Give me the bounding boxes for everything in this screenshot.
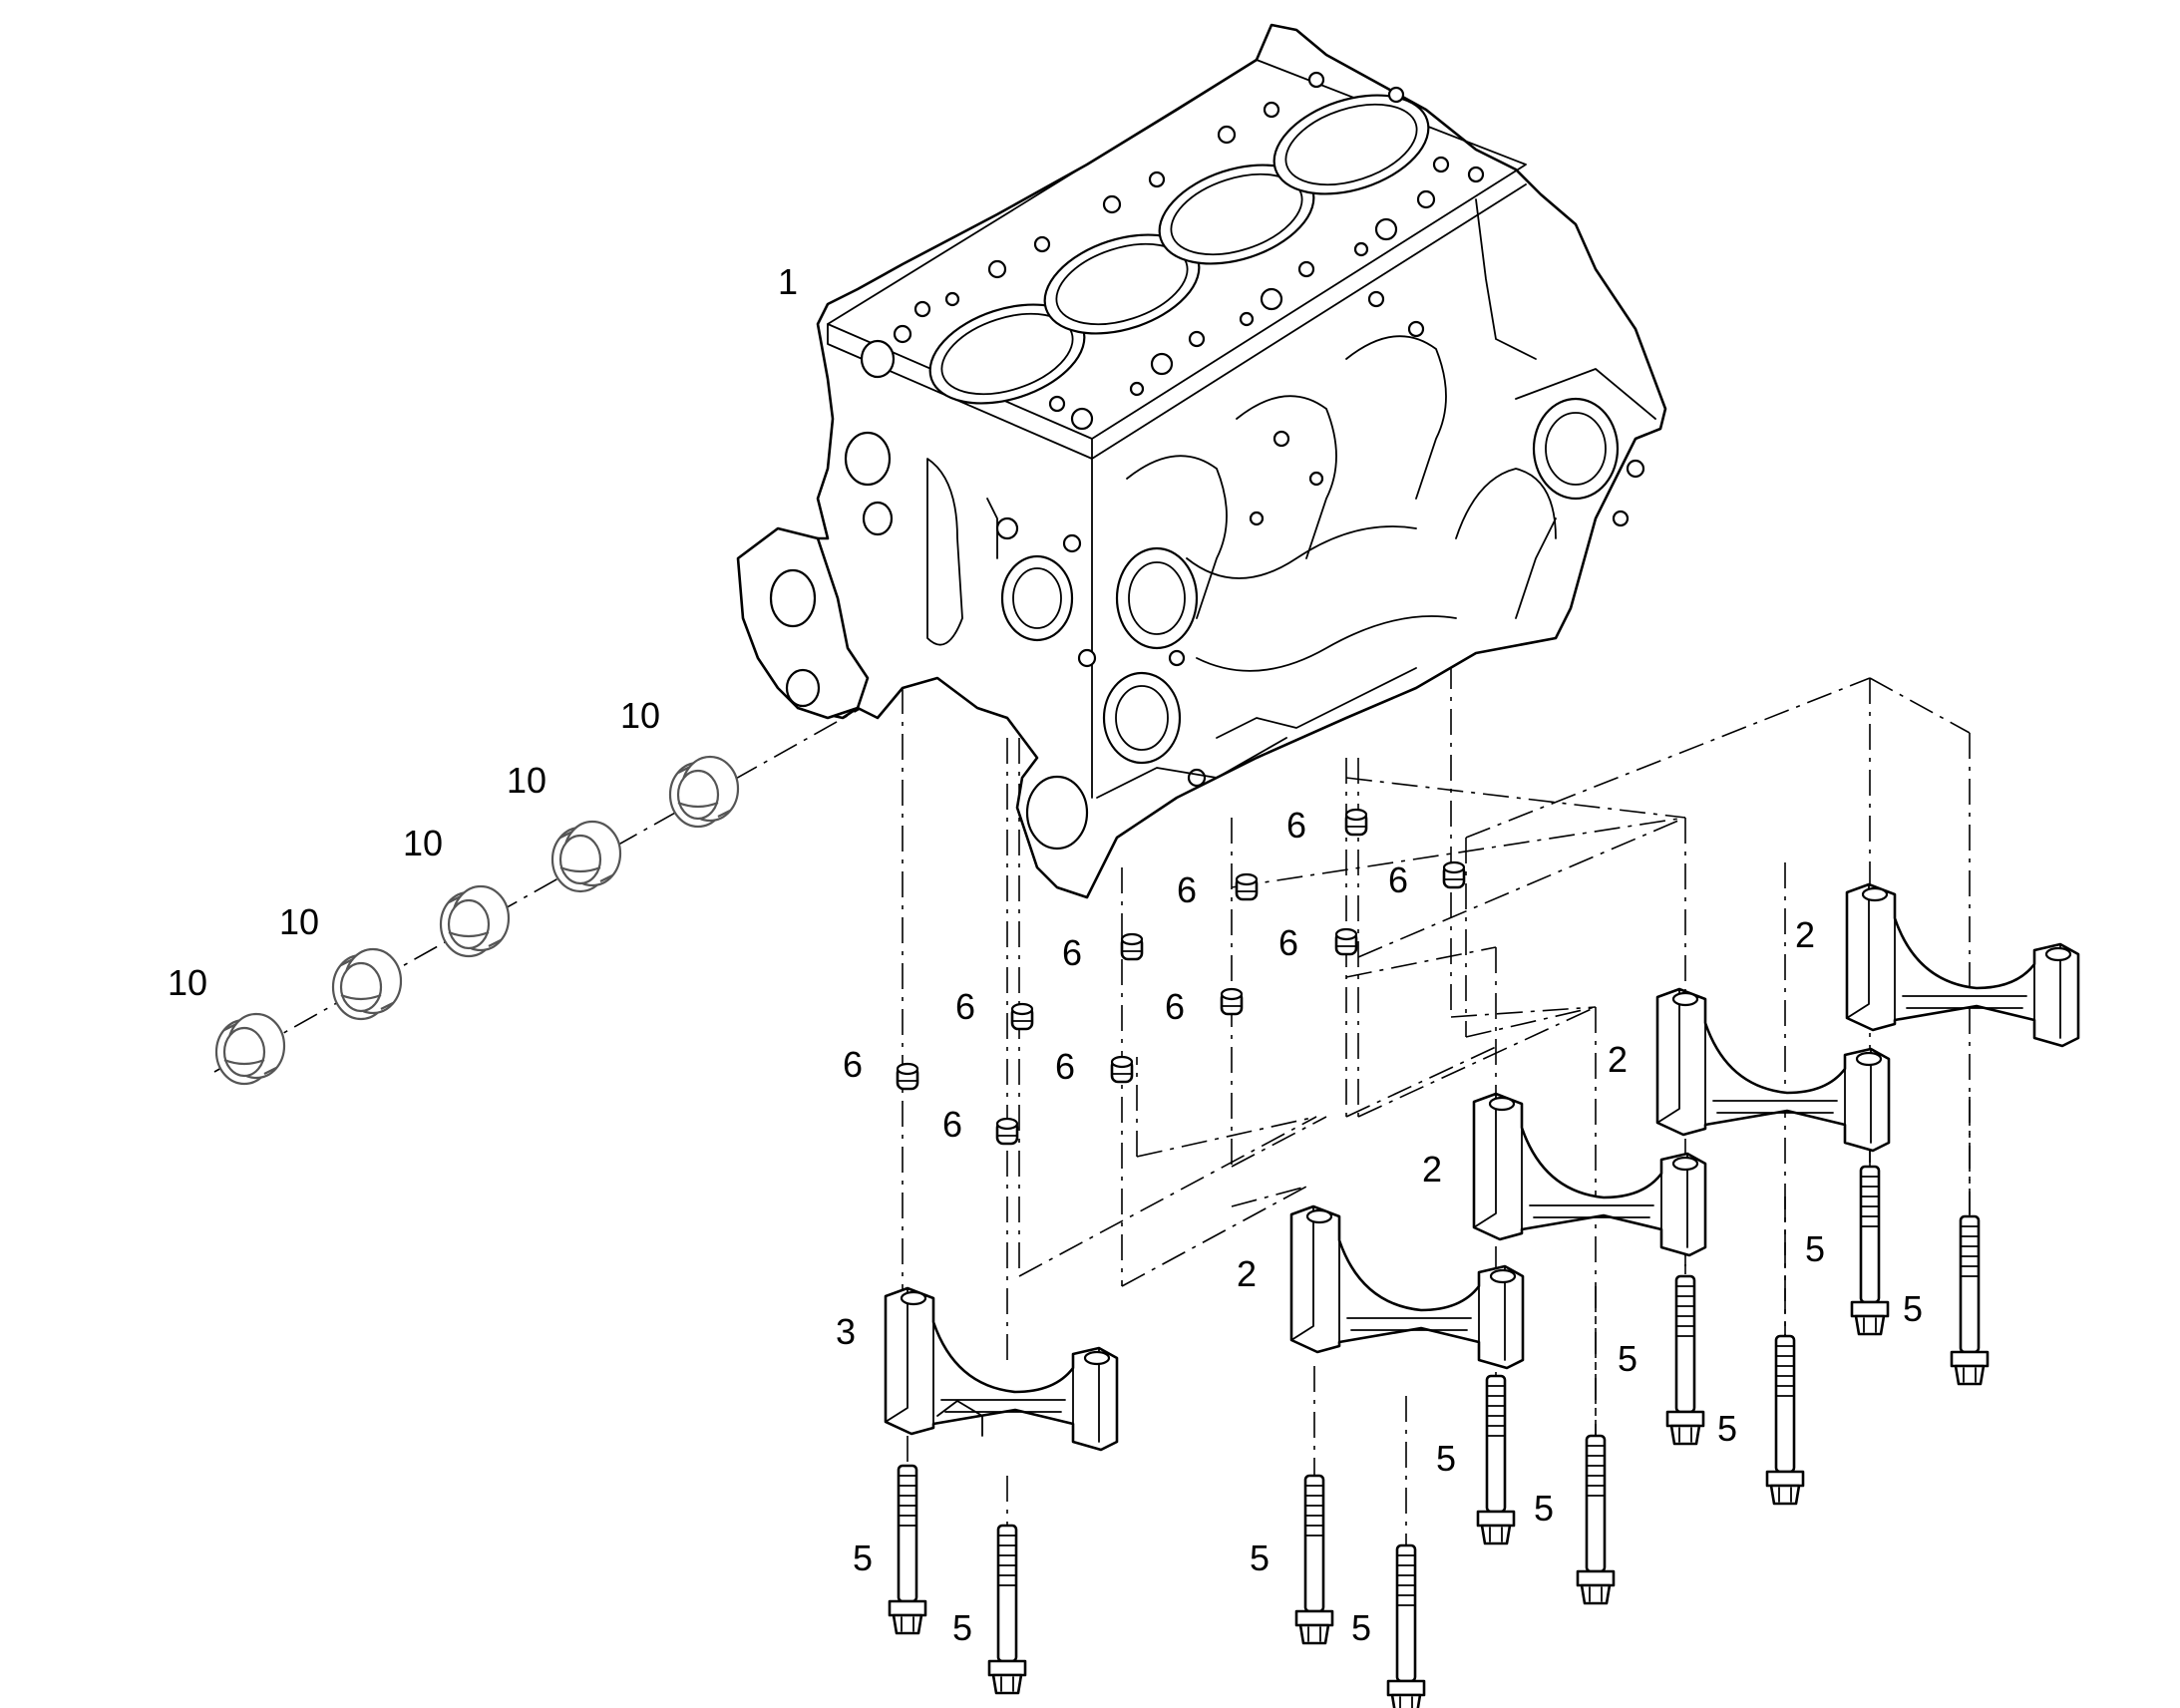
dowel-5 xyxy=(1120,932,1144,961)
bolt-3 xyxy=(1294,1474,1334,1645)
dowel-3 xyxy=(1235,872,1259,901)
callout-10: 10 xyxy=(168,962,207,1003)
callout-5: 5 xyxy=(1436,1438,1456,1479)
callout-6: 6 xyxy=(1278,922,1298,963)
callout-2: 2 xyxy=(1422,1149,1442,1190)
side-webs xyxy=(1096,198,1656,799)
bushing-4 xyxy=(550,820,622,893)
engine-block xyxy=(736,23,1667,899)
main-bearing-cap-4 xyxy=(1845,882,2080,1048)
bushing-1 xyxy=(214,1012,286,1086)
callout-6: 6 xyxy=(942,1104,962,1145)
bushing-5 xyxy=(668,755,740,829)
bushing-2 xyxy=(331,947,403,1021)
bolt-10 xyxy=(1950,1214,1990,1386)
callout-6: 6 xyxy=(1165,986,1185,1027)
callout-2: 2 xyxy=(1608,1039,1628,1080)
dowel-sleeves xyxy=(896,808,1466,1146)
callout-5: 5 xyxy=(952,1607,972,1648)
callout-5: 5 xyxy=(853,1537,873,1578)
callout-6: 6 xyxy=(1388,859,1408,900)
callout-6: 6 xyxy=(1286,805,1306,846)
dowel-7 xyxy=(1010,1002,1034,1031)
callout-6: 6 xyxy=(843,1044,863,1085)
bolt-6 xyxy=(1576,1434,1616,1605)
callout-5: 5 xyxy=(1805,1228,1825,1269)
callout-2: 2 xyxy=(1795,914,1815,955)
callout-10: 10 xyxy=(507,760,546,801)
callout-1: 1 xyxy=(778,261,798,302)
callout-2: 2 xyxy=(1237,1253,1257,1294)
dowel-10 xyxy=(995,1117,1019,1146)
bolt-1 xyxy=(888,1464,927,1635)
front-face-details xyxy=(844,339,1207,851)
bolt-9 xyxy=(1850,1165,1890,1336)
callout-5: 5 xyxy=(1618,1338,1637,1379)
deck-holes xyxy=(893,71,1485,431)
callout-10: 10 xyxy=(403,823,443,863)
main-bearing-cap-thrust xyxy=(884,1286,1119,1452)
bushing-3 xyxy=(439,884,511,958)
bolt-8 xyxy=(1765,1334,1805,1506)
callout-5: 5 xyxy=(1250,1537,1270,1578)
callout-10: 10 xyxy=(279,901,319,942)
dowel-8 xyxy=(1110,1055,1134,1084)
callout-6: 6 xyxy=(1055,1046,1075,1087)
callout-5: 5 xyxy=(1534,1488,1554,1529)
bolt-2 xyxy=(987,1524,1027,1695)
callout-5: 5 xyxy=(1351,1607,1371,1648)
dowel-1 xyxy=(1344,808,1368,837)
cylinder-bores xyxy=(928,94,1430,405)
callout-labels: 1 2 2 2 2 3 5 5 5 5 5 5 5 5 5 5 6 6 6 6 … xyxy=(168,261,1923,1648)
bolt-4 xyxy=(1386,1543,1426,1708)
callout-6: 6 xyxy=(1062,932,1082,973)
bearing-caps xyxy=(884,882,2080,1452)
callout-6: 6 xyxy=(1177,869,1197,910)
dowel-9 xyxy=(896,1062,919,1091)
bolt-7 xyxy=(1665,1274,1705,1446)
bolt-5 xyxy=(1476,1374,1516,1545)
dowel-2 xyxy=(1442,860,1466,889)
callout-5: 5 xyxy=(1717,1408,1737,1449)
dowel-4 xyxy=(1334,927,1358,956)
callout-5: 5 xyxy=(1903,1288,1923,1329)
dowel-6 xyxy=(1220,987,1244,1016)
callout-3: 3 xyxy=(836,1311,856,1352)
callout-6: 6 xyxy=(955,986,975,1027)
callout-10: 10 xyxy=(620,695,660,736)
